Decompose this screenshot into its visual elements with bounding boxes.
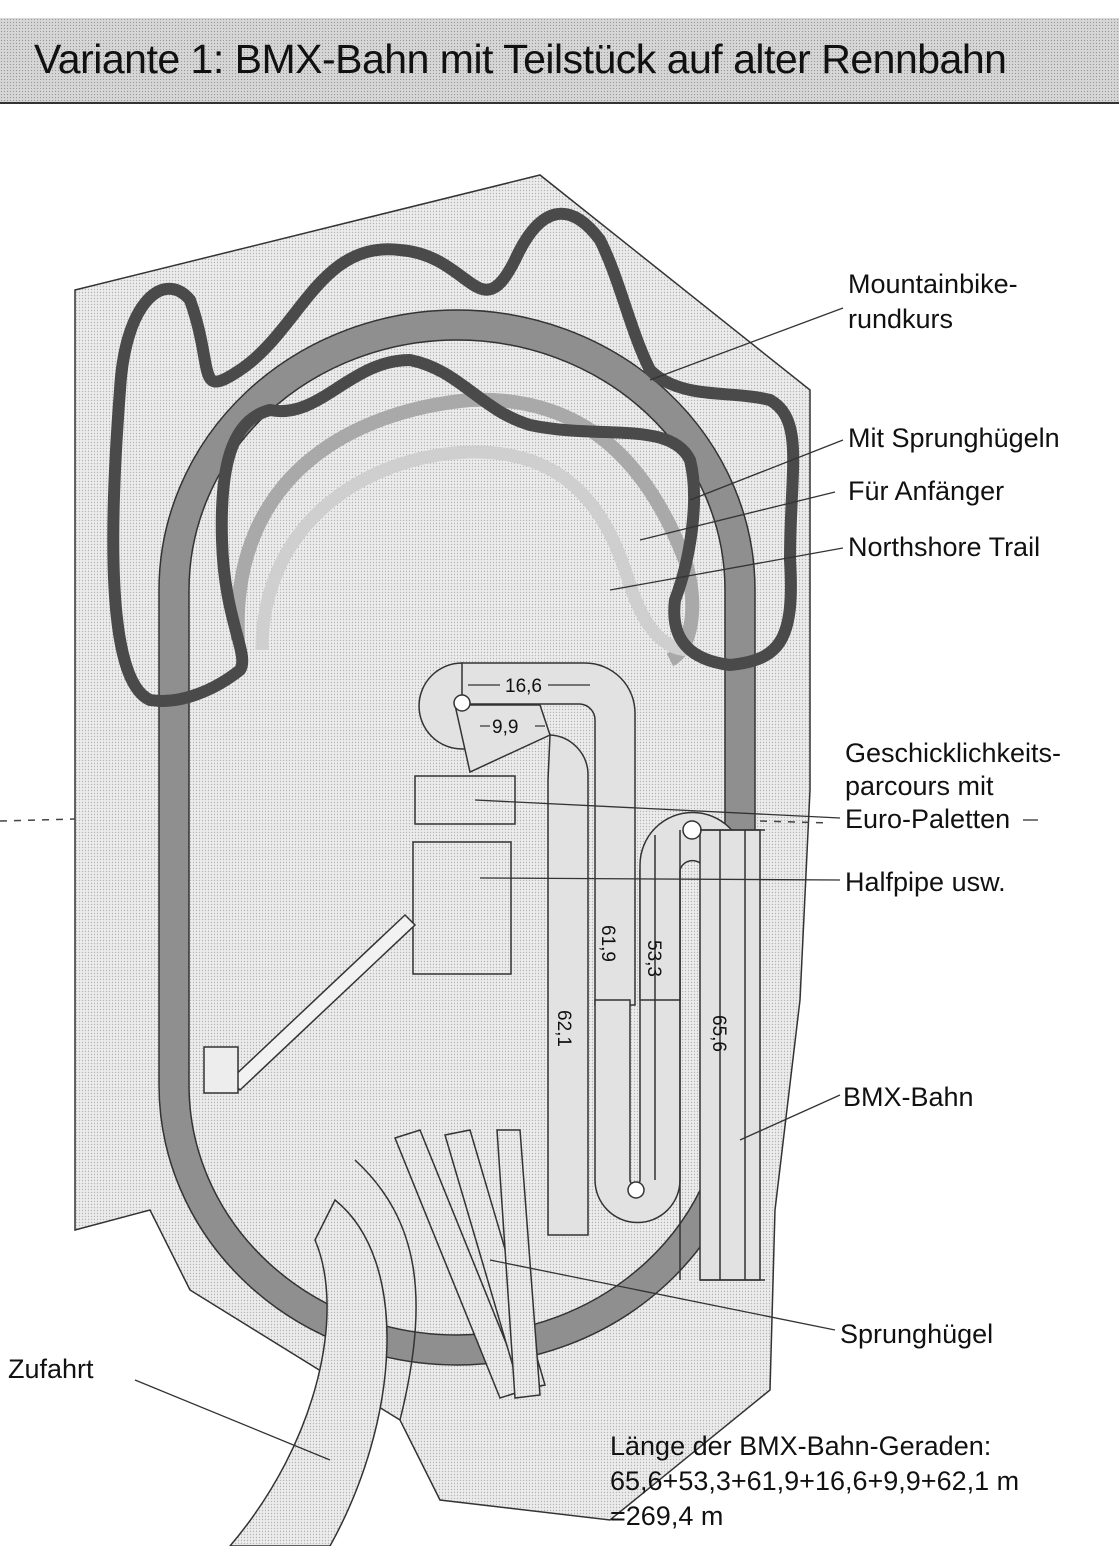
euro-paletten-box xyxy=(414,775,516,825)
label-halfpipe: Halfpipe usw. xyxy=(845,867,1006,897)
dim-53-3: 53,3 xyxy=(643,940,664,977)
label-northshore: Northshore Trail xyxy=(848,532,1040,562)
dim-16-6: 16,6 xyxy=(505,676,542,697)
title-band xyxy=(0,18,1119,104)
label-zufahrt: Zufahrt xyxy=(8,1354,94,1384)
label-geschick-3: Euro-Paletten xyxy=(845,804,1010,834)
path-connection xyxy=(228,913,417,1092)
bmx-lane-lines xyxy=(654,829,765,1281)
dim-62-1: 62,1 xyxy=(553,1010,574,1047)
mountainbike-loop xyxy=(107,207,800,707)
trail-anfaenger xyxy=(230,392,700,667)
summary-line-1: Länge der BMX-Bahn-Geraden: xyxy=(610,1431,991,1461)
dim-65-6: 65,6 xyxy=(708,1015,729,1052)
page-title: Variante 1: BMX-Bahn mit Teilstück auf a… xyxy=(34,36,1007,82)
label-sprunghuegeln: Mit Sprunghügeln xyxy=(848,423,1060,453)
label-sprunghuegel: Sprunghügel xyxy=(840,1319,993,1349)
label-geschick-1: Geschicklichkeits- xyxy=(845,738,1061,768)
label-mountainbike-1: Mountainbike- xyxy=(848,269,1018,299)
trail-northshore xyxy=(255,445,691,657)
dim-61-9: 61,9 xyxy=(597,925,618,962)
zufahrt-road-edge xyxy=(354,1159,417,1421)
leader-lines xyxy=(134,307,844,1461)
small-square xyxy=(203,1046,239,1094)
bmx-track xyxy=(418,662,761,1281)
halfpipe-box xyxy=(412,841,512,975)
sprunghuegel-strips xyxy=(394,1129,546,1399)
label-geschick-2: parcours mit xyxy=(845,771,994,801)
dimension-lines xyxy=(468,684,590,727)
label-mountainbike-2: rundkurs xyxy=(848,304,953,334)
bmx-marker-top xyxy=(453,694,471,712)
bmx-marker-arch xyxy=(682,820,702,840)
summary-line-3: =269,4 m xyxy=(610,1501,723,1531)
summary-line-2: 65,6+53,3+61,9+16,6+9,9+62,1 m xyxy=(610,1466,1019,1496)
label-bmx: BMX-Bahn xyxy=(843,1082,974,1112)
bmx-marker-bottom xyxy=(627,1181,645,1199)
boundary-dashed-line xyxy=(0,818,76,822)
boundary-dashed-line-right xyxy=(759,820,831,824)
zufahrt-road xyxy=(229,1198,388,1546)
label-anfaenger: Für Anfänger xyxy=(848,476,1004,506)
dim-9-9: 9,9 xyxy=(492,717,518,738)
